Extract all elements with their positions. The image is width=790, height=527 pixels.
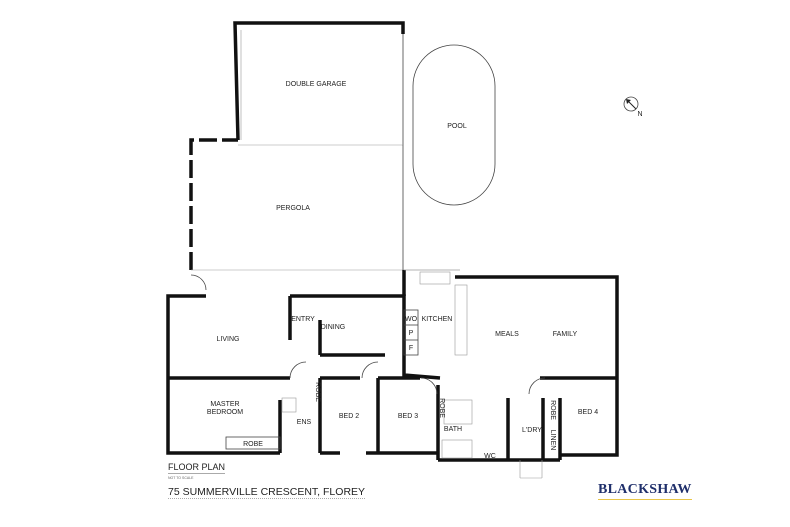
laundry-label: L'DRY <box>522 427 542 434</box>
bath-label: BATH <box>444 426 462 433</box>
linen-label: LINEN <box>549 430 556 451</box>
wo-label: WO <box>405 316 418 323</box>
room-labels: LIVING ENTRY DINING WO P F KITCHEN MEALS… <box>207 316 598 460</box>
master-label-2: BEDROOM <box>207 409 243 416</box>
pergola-label: PERGOLA <box>276 205 310 212</box>
master-label-1: MASTER <box>210 401 239 408</box>
wc-label: WC <box>484 453 496 460</box>
north-arrow-icon: N <box>623 96 643 118</box>
entry-label: ENTRY <box>291 316 315 323</box>
meals-label: MEALS <box>495 331 519 338</box>
robe-bed4-label: ROBE <box>549 400 556 420</box>
bed2-label: BED 2 <box>339 413 359 420</box>
pergola: PERGOLA <box>189 138 460 291</box>
floor-plan-title: FLOOR PLAN <box>168 462 226 474</box>
ens-label: ENS <box>297 419 312 426</box>
pool-label: POOL <box>447 123 467 130</box>
pantry-label: P <box>409 330 414 337</box>
garage: DOUBLE GARAGE <box>233 21 405 146</box>
kitchen-label: KITCHEN <box>422 316 453 323</box>
pool: POOL <box>412 44 496 206</box>
brand-logo: BLACKSHAW <box>598 482 692 500</box>
north-label: N <box>637 111 642 118</box>
robe-bed3-label: ROBE <box>438 398 445 418</box>
dining-label: DINING <box>321 324 346 331</box>
robe-master-label: ROBE <box>314 382 321 402</box>
scale-note: NOT TO SCALE <box>168 476 194 480</box>
family-label: FAMILY <box>553 331 578 338</box>
bed4-label: BED 4 <box>578 409 598 416</box>
bed3-label: BED 3 <box>398 413 418 420</box>
house-walls <box>166 269 619 479</box>
garage-label: DOUBLE GARAGE <box>286 81 347 88</box>
property-address: 75 SUMMERVILLE CRESCENT, FLOREY <box>168 486 366 499</box>
living-label: LIVING <box>217 336 240 343</box>
robe-walk-label: ROBE <box>243 441 263 448</box>
fridge-label: F <box>409 345 413 352</box>
